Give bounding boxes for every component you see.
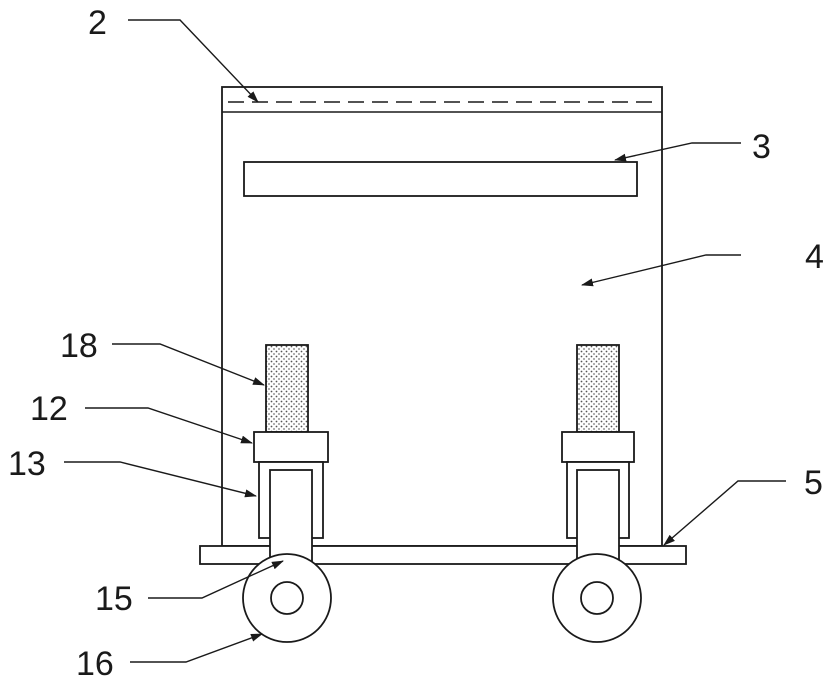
right-mount-collar — [562, 432, 634, 462]
callout-15: 15 — [95, 580, 133, 618]
callout-12: 12 — [30, 390, 68, 428]
right-wheel-hub — [581, 582, 613, 614]
right-spring-post — [577, 345, 619, 432]
handle-slot — [244, 162, 637, 196]
left-spring-post — [266, 345, 308, 432]
callout-18: 18 — [60, 327, 98, 365]
leader-16 — [130, 634, 262, 662]
callout-5: 5 — [804, 464, 823, 502]
callout-4: 4 — [805, 238, 824, 276]
left-mount-collar — [254, 432, 328, 462]
callout-16: 16 — [76, 645, 114, 683]
left-wheel-hub — [271, 582, 303, 614]
leader-5 — [664, 481, 786, 545]
callout-2: 2 — [88, 4, 107, 42]
callout-13: 13 — [8, 445, 46, 483]
callout-3: 3 — [752, 128, 771, 166]
